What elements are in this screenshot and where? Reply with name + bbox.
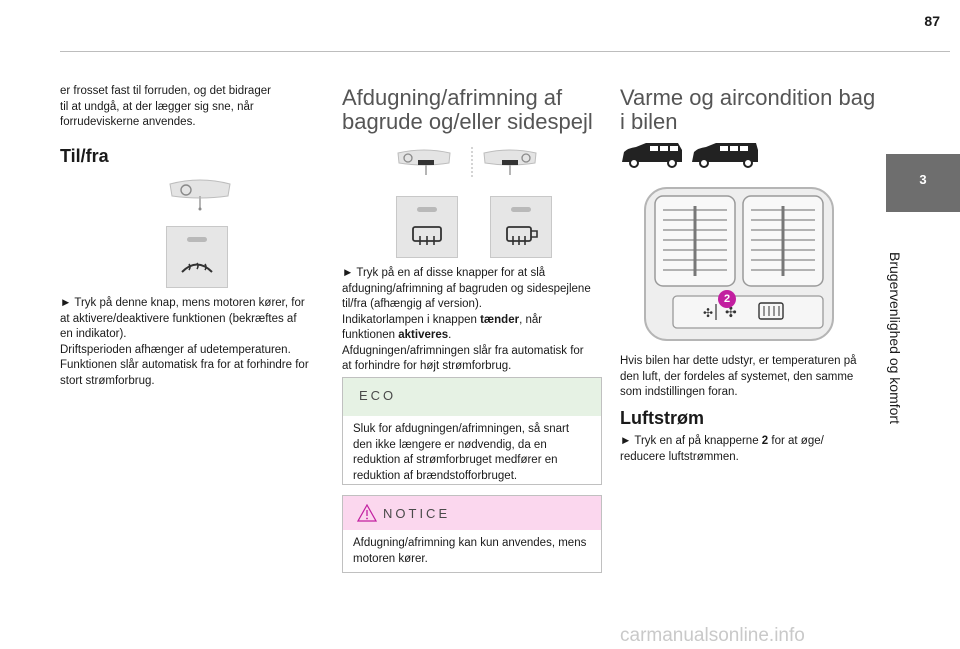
header-rule <box>60 51 950 52</box>
svg-text:✣: ✣ <box>703 306 713 320</box>
col1-paragraph: ► Tryk på denne knap, mens motoren kører… <box>60 296 335 389</box>
col1-intro: er frosset fast til forruden, og det bid… <box>60 84 330 131</box>
indicator-lamp <box>187 237 207 242</box>
text-line: Afdugning/afrimning kan kun anvendes, me… <box>353 537 587 549</box>
rear-window-defrost-icon <box>412 226 442 245</box>
text-line: stort strømforbrug. <box>60 374 155 387</box>
indicator-lamp <box>417 207 437 212</box>
section-heading-luftstrom: Luftstrøm <box>620 408 704 428</box>
rear-window-mirror-defrost-icon <box>506 226 538 245</box>
eco-label: ECO <box>359 388 397 403</box>
text-line: en indikator). <box>60 328 127 340</box>
text-span: ► Tryk en af på knapperne <box>620 435 762 447</box>
text-line: reduktion af brændstofforbruget. <box>353 469 518 482</box>
text-line: ► Tryk en af på knapperne 2 for at øge/ <box>620 434 880 450</box>
chapter-label: Brugervenlighed og komfort <box>887 252 903 424</box>
front-defrost-button[interactable] <box>166 226 228 288</box>
title-line: Varme og aircondition bag <box>620 85 876 110</box>
text-span: funktionen <box>342 329 399 341</box>
chapter-tab[interactable]: 3 <box>886 154 960 212</box>
svg-text:✣: ✣ <box>725 305 737 321</box>
bold-span: 2 <box>761 435 769 447</box>
text-line: afdugning/afrimning af bagruden og sides… <box>342 282 591 295</box>
text-span: , når <box>519 313 543 326</box>
eco-box: ECO Sluk for afdugningen/afrimningen, så… <box>342 377 602 485</box>
text-line: reducere luftstrømmen. <box>620 450 739 463</box>
text-line: at aktivere/deaktivere funktionen (bekræ… <box>60 312 297 325</box>
watermark: carmanualsonline.info <box>620 625 805 646</box>
eco-text: Sluk for afdugningen/afrimningen, så sna… <box>353 422 593 484</box>
text-span: for at øge/ <box>768 435 824 447</box>
section-title-rear-defrost: Afdugning/afrimning af bagrude og/eller … <box>342 86 612 134</box>
text-line: ► Tryk på denne knap, mens motoren kører… <box>60 297 305 309</box>
callout-badge: 2 <box>718 290 736 308</box>
text-line: reduktion af strømforbruget medfører en <box>353 454 558 466</box>
notice-header: NOTICE <box>343 496 601 530</box>
bold-span: aktiveres <box>398 329 449 341</box>
text-line: Driftsperioden afhænger af udetemperatur… <box>60 343 291 356</box>
indicator-lamp <box>511 207 531 212</box>
chapter-label-wrap: Brugervenlighed og komfort <box>875 220 915 480</box>
chapter-number: 3 <box>919 172 927 187</box>
text-line: Funktionen slår automatisk fra for at fo… <box>60 359 309 371</box>
text-line: ► Tryk på en af disse knapper for at slå <box>342 267 546 279</box>
section-title-rear-heating: Varme og aircondition bag i bilen <box>620 86 890 134</box>
notice-label: NOTICE <box>383 506 451 521</box>
text-line: Hvis bilen har dette udstyr, er temperat… <box>620 355 857 367</box>
notice-box: NOTICE Afdugning/afrimning kan kun anven… <box>342 495 602 573</box>
text-line: Afdugningen/afrimningen slår fra automat… <box>342 344 584 357</box>
col3-paragraph: Hvis bilen har dette udstyr, er temperat… <box>620 354 880 401</box>
title-line: i bilen <box>620 109 678 134</box>
rear-vent-panel-diagram: ✣ ✣ <box>644 187 834 341</box>
windscreen-defrost-icon <box>181 262 213 273</box>
title-line: bagrude og/eller sidespejl <box>342 109 593 134</box>
text-line: er frosset fast til forruden, og det bid… <box>60 85 271 97</box>
eco-header: ECO <box>343 378 601 416</box>
title-line: Afdugning/afrimning af <box>342 85 563 110</box>
text-line: som indstillingen foran. <box>620 386 738 398</box>
rear-defrost-button-a[interactable] <box>396 196 458 258</box>
warning-triangle-icon <box>357 504 377 522</box>
col3-paragraph-2: ► Tryk en af på knapperne 2 for at øge/ … <box>620 434 880 465</box>
text-span: . <box>448 329 452 341</box>
rear-defrost-mirror-button-b[interactable] <box>490 196 552 258</box>
text-span: Indikatorlampen i knappen <box>342 313 481 326</box>
text-line: at forhindre for højt strømforbrug. <box>342 360 512 372</box>
text-line: den ikke længere er nødvendig, da en <box>353 438 547 451</box>
bold-span: tænder <box>480 313 520 326</box>
mirror-variants-diagram-icon <box>397 147 537 179</box>
page-number: 87 <box>924 13 940 29</box>
text-line: til at undgå, at der lægger sig sne, når <box>60 100 254 113</box>
text-line: til/fra (afhængig af version). <box>342 298 482 310</box>
vehicle-variants-icon <box>622 143 758 168</box>
text-line: den luft, der fordeles af systemet, den … <box>620 370 854 383</box>
text-line: funktionen aktiveres. <box>342 328 607 344</box>
text-line: Sluk for afdugningen/afrimningen, så sna… <box>353 423 570 435</box>
section-heading-tilfra: Til/fra <box>60 146 109 166</box>
text-line: Indikatorlampen i knappen tænder, når <box>342 313 607 329</box>
notice-text: Afdugning/afrimning kan kun anvendes, me… <box>353 536 593 567</box>
mirror-diagram-icon <box>169 179 231 211</box>
text-line: forrudeviskerne anvendes. <box>60 116 196 128</box>
text-line: motoren kører. <box>353 552 428 565</box>
col2-paragraph: ► Tryk på en af disse knapper for at slå… <box>342 266 607 375</box>
